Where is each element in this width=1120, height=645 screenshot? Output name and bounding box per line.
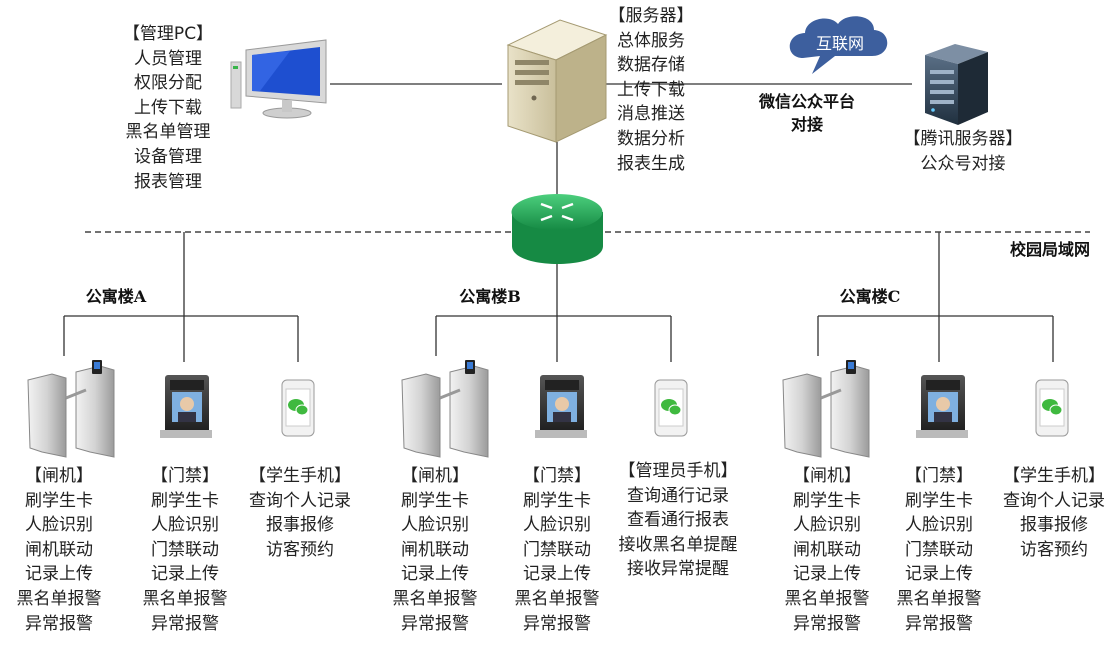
student-phone-a-text: 【学生手机】 查询个人记录 报事报修 访客预约: [249, 466, 351, 560]
access-control-c-text: 【门禁】 刷学生卡 人脸识别 门禁联动 记录上传 黑名单报警 异常报警: [896, 466, 982, 634]
building-c-label: 公寓楼C: [839, 287, 901, 306]
router-icon: [511, 194, 603, 264]
pc-icon: [230, 39, 327, 119]
tencent-server-text: 【腾讯服务器】 公众号对接: [903, 129, 1023, 174]
student-phone-c-text: 【学生手机】 查询个人记录 报事报修 访客预约: [1003, 466, 1105, 560]
access-control-icon-b: [535, 375, 587, 438]
turnstile-icon-b: [401, 360, 489, 458]
access-control-icon-c: [916, 375, 968, 438]
admin-phone-text: 【管理员手机】 查询通行记录 查看通行报表 接收黑名单提醒 接收异常提醒: [618, 461, 738, 580]
internet-label: 互联网: [815, 34, 864, 53]
access-control-a-text: 【门禁】 刷学生卡 人脸识别 门禁联动 记录上传 黑名单报警 异常报警: [142, 466, 228, 634]
cloud-icon: [789, 16, 888, 74]
phone-icon-c: [1035, 379, 1069, 437]
access-control-icon-a: [160, 375, 212, 438]
server-icon: [506, 19, 608, 143]
tencent-server-icon: [925, 44, 988, 125]
phone-icon-a: [281, 379, 315, 437]
turnstile-icon-c: [782, 360, 870, 458]
building-b-label: 公寓楼B: [459, 287, 521, 306]
turnstile-icon-a: [27, 360, 115, 458]
wechat-link-label: 微信公众平台 对接: [758, 92, 855, 134]
turnstile-a-text: 【闸机】 刷学生卡 人脸识别 闸机联动 记录上传 黑名单报警 异常报警: [16, 466, 102, 634]
phone-icon-b: [654, 379, 688, 437]
lan-label: 校园局域网: [1010, 240, 1091, 259]
building-a-label: 公寓楼A: [85, 287, 147, 306]
server-text: 【服务器】 总体服务 数据存储 上传下载 消息推送 数据分析 报表生成: [608, 6, 694, 174]
management-pc-text: 【管理PC】 人员管理 权限分配 上传下载 黑名单管理 设备管理 报表管理: [122, 24, 214, 192]
access-control-b-text: 【门禁】 刷学生卡 人脸识别 门禁联动 记录上传 黑名单报警 异常报警: [514, 466, 600, 634]
turnstile-b-text: 【闸机】 刷学生卡 人脸识别 闸机联动 记录上传 黑名单报警 异常报警: [392, 466, 478, 634]
turnstile-c-text: 【闸机】 刷学生卡 人脸识别 闸机联动 记录上传 黑名单报警 异常报警: [784, 466, 870, 634]
connection-lines: [63, 83, 1054, 362]
